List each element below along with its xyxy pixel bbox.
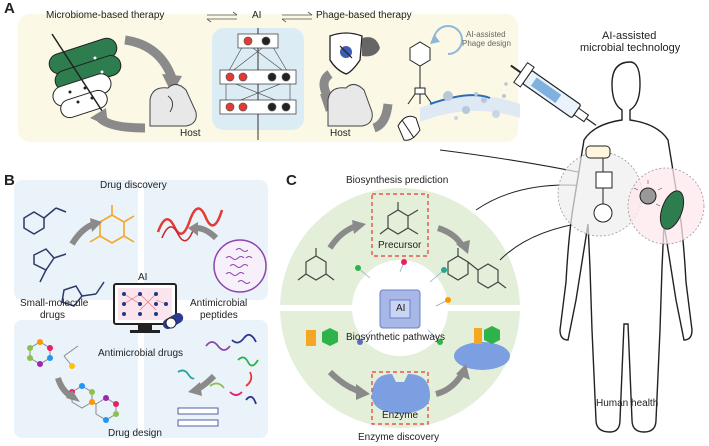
ai-chip-icon <box>355 259 451 345</box>
bacterial-membrane-icon <box>420 82 520 122</box>
substrate-orange-icon <box>306 330 316 346</box>
peptide-library-icon <box>213 239 267 293</box>
panel-b-quadrant-bl <box>14 320 138 438</box>
panel-b-letter: B <box>4 172 15 189</box>
sequence-box-2 <box>177 419 219 427</box>
ai-computer-icon <box>113 283 184 333</box>
phage-design-label-1: AI-assisted <box>466 30 506 39</box>
organ-icons <box>585 145 613 223</box>
panel-b-quadrant-br <box>144 320 268 438</box>
precursor-box <box>371 193 429 257</box>
host-arm-icon-left <box>149 84 197 127</box>
host-label-right: Host <box>330 128 351 139</box>
enzyme-box <box>371 371 429 425</box>
bacteria-cells-icon <box>633 180 685 230</box>
product-molecule-icon <box>447 248 507 289</box>
syringe-icon <box>510 61 597 126</box>
reactant-molecule-icon <box>297 248 335 281</box>
amp-label-2: peptides <box>200 310 238 321</box>
enzyme-discovery-label: Enzyme discovery <box>358 432 440 443</box>
small-molecule-label-2: drugs <box>40 310 66 321</box>
phage-design-label-2: Phage design <box>462 39 511 48</box>
magnified-circle-left <box>557 151 643 237</box>
sequence-box-1 <box>177 407 219 415</box>
panel-a-letter: A <box>4 0 15 17</box>
amp-label-1: Antimicrobial <box>190 298 248 309</box>
human-health-label: Human health <box>596 398 659 409</box>
microbiome-bacteria-icon <box>48 33 122 121</box>
enzyme-icon <box>372 374 430 414</box>
atom-dots <box>27 339 119 423</box>
ai-label-a: AI <box>252 10 262 21</box>
small-molecule-icon <box>23 207 105 307</box>
precursor-molecule-icon <box>379 202 419 235</box>
biosynthesis-prediction-label: Biosynthesis prediction <box>346 175 449 186</box>
biosynthetic-pathways-label: Biosynthetic pathways <box>346 332 445 343</box>
microbiome-therapy-label: Microbiome-based therapy <box>46 10 165 21</box>
phage-therapy-label: Phage-based therapy <box>316 10 412 21</box>
red-helix-icon <box>156 207 224 235</box>
ai-label-c: AI <box>396 303 406 314</box>
drug-discovery-label: Drug discovery <box>100 180 167 191</box>
host-arm-icon-right <box>327 84 373 127</box>
neural-network-icon <box>219 28 297 140</box>
shield-icon <box>329 32 380 75</box>
phage-icon <box>407 41 433 105</box>
peptide-curves-icon <box>177 333 259 405</box>
precursor-label: Precursor <box>378 240 422 251</box>
substrate-green-icon <box>322 328 338 346</box>
ai-label-b: AI <box>138 272 148 283</box>
small-molecule-label-1: Small-molecule <box>20 298 89 309</box>
refresh-icon <box>433 25 463 55</box>
drug-design-label: Drug design <box>108 428 162 439</box>
ai-microbial-tech-title-2: microbial technology <box>580 42 681 54</box>
panel-c-letter: C <box>286 172 297 189</box>
antimicrobial-drugs-label: Antimicrobial drugs <box>98 348 184 359</box>
enzyme-label: Enzyme <box>382 410 419 421</box>
orange-molecule-icon <box>89 205 135 244</box>
broken-shield-icon <box>397 115 421 141</box>
host-label-left: Host <box>180 128 201 139</box>
ai-microbial-tech-title-1: AI-assisted <box>602 30 657 42</box>
enzyme-complex-icon <box>454 342 510 370</box>
human-body-icon <box>559 61 693 433</box>
